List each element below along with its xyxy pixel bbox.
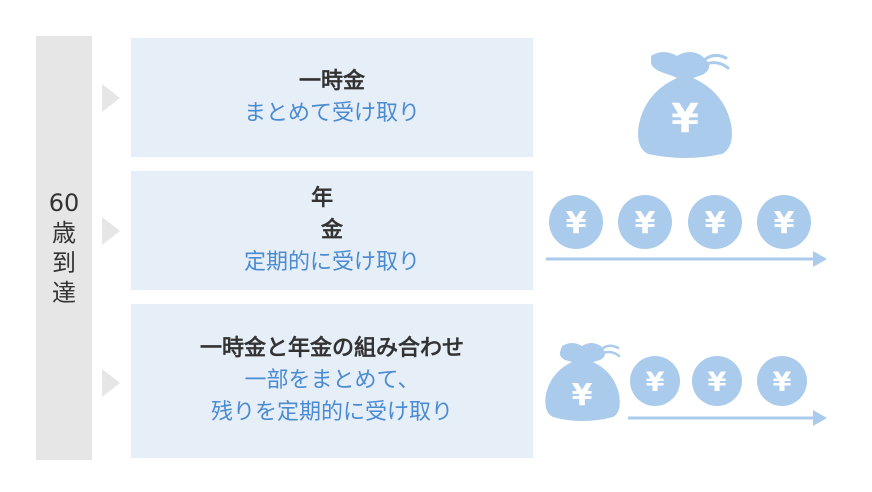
- age-label-bar: 60 歳 到 達: [36, 36, 92, 460]
- arrow-right-icon: [546, 251, 827, 267]
- age-label-number: 60: [48, 189, 80, 217]
- age-label-char-3: 達: [52, 279, 76, 307]
- money-bag-icon: ¥: [545, 343, 621, 421]
- option-description-line-2: 残りを定期的に受け取り: [210, 400, 453, 425]
- option-description-line-1: 一部をまとめて、: [244, 368, 420, 393]
- yen-coin-icon: ¥: [549, 195, 603, 249]
- option-title: 年金: [311, 185, 363, 243]
- yen-symbol: ¥: [671, 96, 699, 142]
- age-label-char-1: 歳: [52, 219, 76, 247]
- money-bag-icon: ¥: [638, 52, 732, 158]
- yen-symbol: ¥: [635, 206, 656, 241]
- yen-symbol: ¥: [708, 367, 727, 398]
- arrow-right-icon: [628, 410, 827, 426]
- yen-symbol: ¥: [705, 206, 726, 241]
- yen-coin-icon: ¥: [757, 356, 807, 406]
- yen-coin-icon: ¥: [618, 195, 672, 249]
- option-pension: 年金 定期的に受け取り: [131, 171, 533, 290]
- yen-symbol: ¥: [774, 206, 795, 241]
- pointer-arrow-lump-sum: [102, 84, 120, 112]
- pointer-arrow-combination: [102, 369, 120, 397]
- yen-coin-icon: ¥: [757, 195, 811, 249]
- yen-coin-icon: ¥: [692, 356, 742, 406]
- yen-coin-icon: ¥: [630, 356, 680, 406]
- option-combination: 一時金と年金の組み合わせ 一部をまとめて、 残りを定期的に受け取り: [131, 304, 533, 458]
- yen-symbol: ¥: [566, 206, 587, 241]
- option-title: 一時金: [298, 68, 365, 94]
- option-description: まとめて受け取り: [243, 100, 420, 126]
- option-description: 定期的に受け取り: [243, 249, 420, 275]
- option-lump-sum: 一時金 まとめて受け取り: [131, 38, 533, 157]
- option-title: 一時金と年金の組み合わせ: [199, 336, 464, 361]
- yen-symbol: ¥: [773, 367, 792, 398]
- age-label-char-2: 到: [52, 249, 76, 277]
- yen-coin-icon: ¥: [688, 195, 742, 249]
- yen-symbol: ¥: [572, 378, 593, 413]
- yen-symbol: ¥: [646, 367, 665, 398]
- pointer-arrow-pension: [102, 217, 120, 245]
